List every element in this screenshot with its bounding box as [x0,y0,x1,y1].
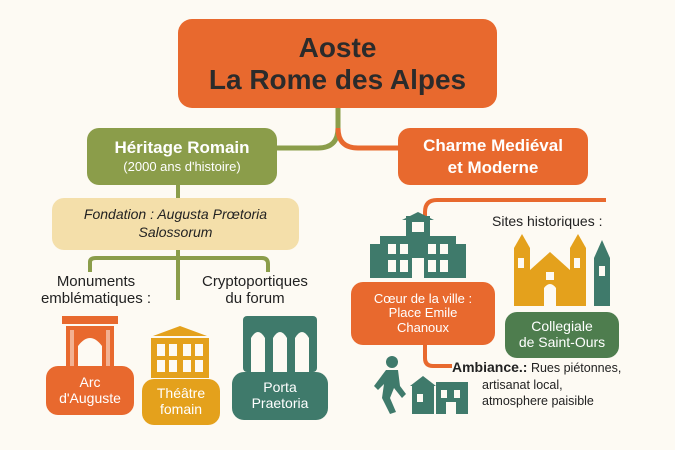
coeur-line-2: Place Emile [388,305,458,321]
medieval-heading-1: Charme Mediéval [423,136,563,156]
foundation-line-2: Salossorum [138,224,213,240]
sites-historiques-label: Sites historiques : [492,213,603,229]
ambiance-label: Ambiance.: [452,359,528,375]
collegiale-node: Collegiale de Saint-Ours [505,312,619,358]
porta-line-2: Praetoria [251,395,309,411]
title-line-2: La Rome des Alpes [208,63,467,95]
ambiance-line-1: Rues piétonnes, [530,361,622,375]
pedestrian-shops-icon [374,356,468,414]
coeur-line-1: Cœur de la ville : [373,290,473,306]
heritage-subheading: (2000 ans d'histoire) [123,159,241,175]
theatre-line-2: fomain [159,401,203,417]
roman-gate-icon [243,316,317,372]
roman-arch-icon [62,316,118,368]
monuments-label-line-2: emblématiques : [40,289,152,307]
porta-praetoria-node: Porta Praetoria [232,372,328,420]
cryptoportiques-label: Cryptoportiques du forum [185,273,325,308]
church-towers-icon [514,234,610,306]
porta-line-1: Porta [263,379,297,396]
coeur-line-3: Chanoux [396,319,450,335]
coeur-ville-node: Cœur de la ville : Place Emile Chanoux [351,282,495,345]
monuments-label: Monuments emblématiques : [32,273,160,308]
ambiance-text: Ambiance.: Rues piétonnes, artisanat loc… [452,359,662,409]
ambiance-line-2: artisanat local, [482,377,563,392]
cryptoportiques-label-line-2: du forum [225,289,285,307]
town-hall-icon [370,212,466,278]
heritage-heading: Héritage Romain [114,138,250,158]
arc-auguste-node: Arc d'Auguste [46,366,134,415]
theatre-facade-icon [151,326,209,378]
theatre-romain-node: Théâtre fomain [142,379,220,425]
cryptoportiques-label-line-1: Cryptoportiques [202,273,308,290]
arc-line-1: Arc [79,373,101,390]
title-line-1: Aoste [298,32,377,64]
medieval-node: Charme Mediéval et Moderne [398,128,588,185]
medieval-heading-2: et Moderne [447,157,539,177]
collegiale-line-1: Collegiale [531,318,593,335]
foundation-node: Fondation : Augusta Prœtoria Salossorum [52,198,299,250]
ambiance-line-3: atmosphere paisible [482,393,594,408]
theatre-line-1: Théâtre [156,385,206,402]
heritage-node: Héritage Romain (2000 ans d'histoire) [87,128,277,185]
monuments-label-line-1: Monuments [56,273,136,290]
arc-line-2: d'Auguste [59,389,121,406]
collegiale-line-2: de Saint-Ours [518,334,606,350]
title-node: Aoste La Rome des Alpes [178,19,497,108]
foundation-line-1: Fondation : Augusta Prœtoria [83,206,268,223]
